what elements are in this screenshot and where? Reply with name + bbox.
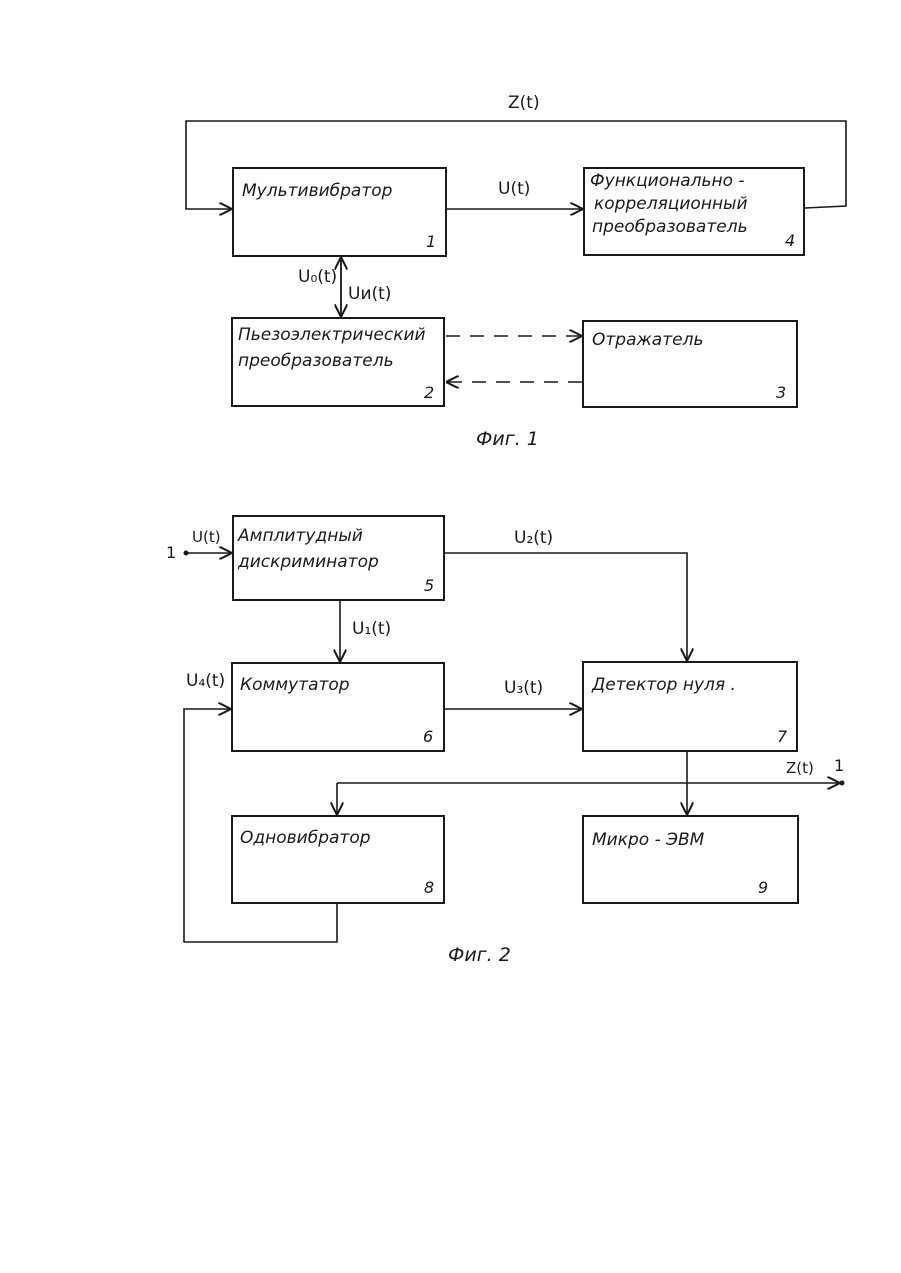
z-output-label: Z(t) [786,759,814,777]
one-shot-label: Одновибратор [240,828,371,848]
commutator-number: 6 [423,727,433,746]
figure-1: Z(t) Мультивибратор 1 U(t) Функционально… [186,93,846,450]
u1-signal-label: U₁(t) [352,619,391,639]
reflector-label: Отражатель [592,330,703,350]
u4-feedback-line [184,709,337,942]
converter-number: 4 [785,231,795,250]
figure-2: 1 U(t) Амплитудный дискриминатор 5 U₂(t)… [166,516,845,966]
figure-1-caption: Фиг. 1 [476,428,539,450]
input-signal-label: U(t) [192,528,221,546]
piezo-label-line2: преобразователь [238,351,394,371]
converter-label-line3: преобразователь [592,217,748,237]
commutator-block: Коммутатор 6 [232,663,444,751]
reflector-block: Отражатель 3 [583,321,797,407]
micro-computer-label: Микро - ЭВМ [592,830,705,850]
correlation-converter-block: Функционально - корреляционный преобразо… [584,168,804,255]
converter-label-line1: Функционально - [590,171,745,191]
reflector-number: 3 [776,383,786,402]
u2-signal-line [444,553,687,661]
figure-2-caption: Фиг. 2 [448,944,511,966]
piezo-number: 2 [424,383,434,402]
piezo-label-line1: Пьезоэлектрический [238,325,426,345]
discriminator-number: 5 [424,576,434,595]
piezoelectric-transducer-block: Пьезоэлектрический преобразователь 2 [232,318,444,406]
input-node [184,551,189,556]
converter-label-line2: корреляционный [594,194,748,214]
commutator-label: Коммутатор [240,675,350,695]
u0-signal-label: U₀(t) [298,267,337,287]
output-node-label: 1 [834,756,844,775]
micro-computer-number: 9 [758,878,768,897]
multivibrator-number: 1 [426,232,436,251]
input-node-label: 1 [166,543,176,562]
zero-detector-number: 7 [777,727,788,746]
micro-computer-block: Микро - ЭВМ 9 [583,816,798,903]
discriminator-label-line2: дискриминатор [237,552,379,572]
output-node [840,781,845,786]
discriminator-label-line1: Амплитудный [237,526,363,546]
zero-detector-block: Детектор нуля . 7 [583,662,797,751]
multivibrator-label: Мультивибратор [242,181,393,201]
u4-signal-label: U₄(t) [186,671,225,691]
z-signal-label: Z(t) [508,93,540,113]
u3-signal-label: U₃(t) [504,678,543,698]
multivibrator-block: Мультивибратор 1 [233,168,446,256]
one-shot-number: 8 [424,878,434,897]
ui-signal-label: Uи(t) [348,284,391,304]
u2-signal-label: U₂(t) [514,528,553,548]
u-signal-label: U(t) [498,179,530,199]
one-shot-block: Одновибратор 8 [232,816,444,903]
zero-detector-label: Детектор нуля . [591,675,736,695]
amplitude-discriminator-block: Амплитудный дискриминатор 5 [233,516,444,600]
